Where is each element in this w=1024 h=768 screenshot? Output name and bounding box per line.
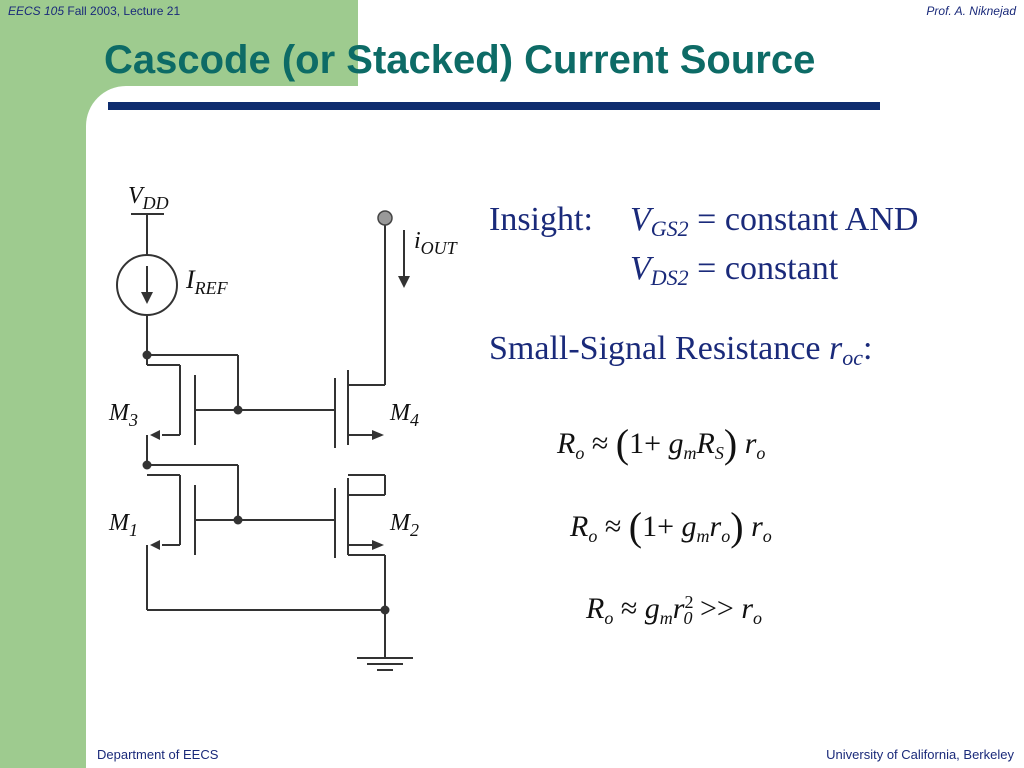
equation-3: Ro ≈ gmr20 >> ro xyxy=(586,592,763,628)
output-terminal xyxy=(377,210,393,226)
m1-source-arrow xyxy=(150,540,160,550)
insight-line-1: Insight: VGS2 = constant AND xyxy=(489,200,918,249)
vgs-sub: GS2 xyxy=(650,216,689,241)
ssr-colon: : xyxy=(862,330,873,367)
vds-sub: DS2 xyxy=(650,265,689,290)
footer-department: Department of EECS xyxy=(97,747,219,762)
equation-1: Ro ≈ (1+ gmRS) ro xyxy=(557,421,766,466)
ssr-sub: oc xyxy=(842,345,863,370)
m3-label: M3 xyxy=(108,400,138,430)
term-lecture: Fall 2003, Lecture 21 xyxy=(67,4,181,18)
iref-arrow-icon xyxy=(141,292,153,304)
small-signal-heading: Small-Signal Resistance roc: xyxy=(489,330,872,371)
header-band xyxy=(358,0,1024,86)
course-code: EECS 105 xyxy=(8,4,65,18)
iref-label: IREF xyxy=(185,265,229,298)
ssr-var: r xyxy=(828,330,843,367)
m4-source-arrow xyxy=(372,430,384,440)
footer-university: University of California, Berkeley xyxy=(826,747,1014,762)
header-instructor: Prof. A. Niknejad xyxy=(926,4,1016,18)
title-underline xyxy=(108,102,880,110)
m2-label: M2 xyxy=(389,510,419,540)
insight-line1-text: = constant AND xyxy=(688,201,919,238)
vgs-var: V xyxy=(630,201,651,238)
m1-label: M1 xyxy=(108,510,138,540)
iout-label: iOUT xyxy=(414,228,459,258)
iout-arrow-icon xyxy=(398,276,410,288)
slide-title: Cascode (or Stacked) Current Source xyxy=(104,38,816,82)
header-course: EECS 105 Fall 2003, Lecture 21 xyxy=(8,4,180,18)
ssr-text: Small-Signal Resistance xyxy=(489,330,829,367)
m2-source-arrow xyxy=(372,540,384,550)
insight-label: Insight: xyxy=(489,201,593,238)
vds-var: V xyxy=(630,250,651,287)
m3-source-arrow xyxy=(150,430,160,440)
m4-label: M4 xyxy=(389,400,419,430)
vdd-label: VDD xyxy=(128,183,169,213)
insight-line-2: VDS2 = constant xyxy=(489,249,918,298)
equation-2: Ro ≈ (1+ gmro) ro xyxy=(570,504,772,549)
content-panel xyxy=(86,86,1024,768)
sidebar-top xyxy=(0,0,358,86)
insight-block: Insight:VGS2 = constant AND VDS2 = const… xyxy=(489,200,918,298)
insight-line2-text: = constant xyxy=(688,250,839,287)
